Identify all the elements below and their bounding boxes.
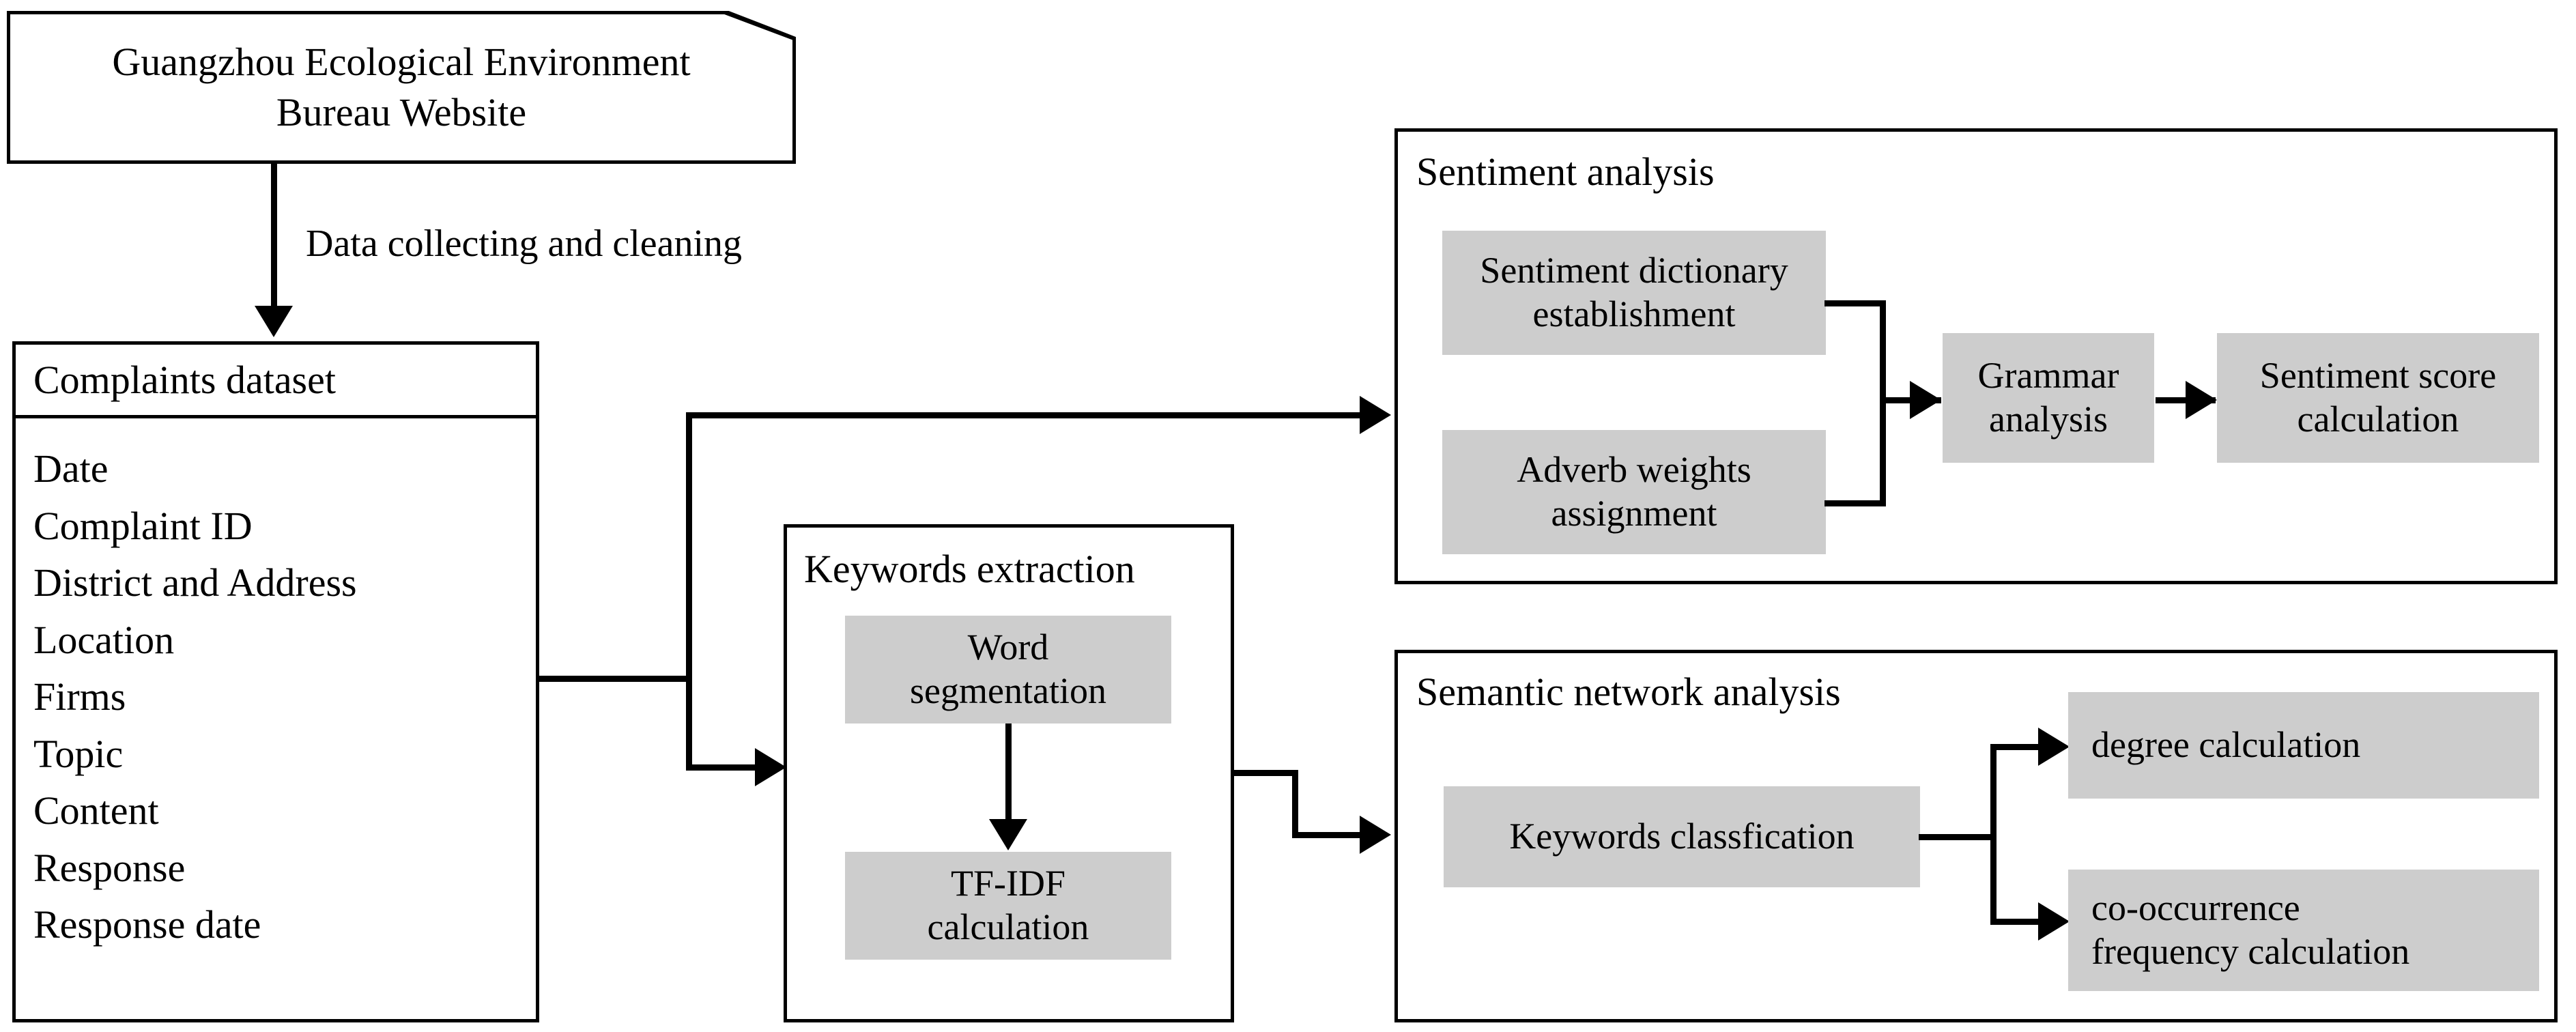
adverb-weights-line1: Adverb weights: [1517, 449, 1751, 491]
cooccurrence-frequency-box: co-occurrence frequency calculation: [2068, 870, 2539, 991]
edge-classification-to-degree-arrowhead: [2038, 728, 2070, 766]
semantic-network-title: Semantic network analysis: [1416, 670, 1841, 714]
sentiment-dictionary-label: Sentiment dictionary establishment: [1480, 249, 1788, 336]
word-segmentation-line1: Word: [967, 627, 1049, 668]
edge-keywords-to-semantic-v: [1292, 770, 1298, 838]
edge-dataset-branch-stub: [538, 676, 692, 682]
cooccurrence-frequency-line2: frequency calculation: [2091, 931, 2410, 972]
dataset-field-district: District and Address: [33, 560, 357, 605]
bracket-vertical-line: [1880, 300, 1886, 506]
edge-classification-branch-stub: [1919, 834, 1997, 840]
edge-classification-to-cooccurrence-line: [1990, 919, 2040, 925]
source-website-label: Guangzhou Ecological Environment Bureau …: [112, 37, 690, 138]
edge-keywords-to-semantic-h1: [1233, 770, 1298, 776]
sentiment-score-line1: Sentiment score: [2259, 355, 2497, 397]
word-segmentation-box: Word segmentation: [845, 616, 1171, 723]
sentiment-score-line2: calculation: [2297, 399, 2459, 440]
dataset-field-firms: Firms: [33, 674, 126, 719]
edge-wordseg-to-tfidf-line: [1005, 723, 1012, 826]
tfidf-calculation-box: TF-IDF calculation: [845, 852, 1171, 960]
edge-wordseg-to-tfidf-arrowhead: [989, 819, 1027, 850]
dataset-field-location: Location: [33, 617, 175, 662]
tfidf-calculation-line1: TF-IDF: [950, 863, 1065, 904]
grammar-analysis-box: Grammar analysis: [1943, 333, 2154, 463]
word-segmentation-label: Word segmentation: [910, 626, 1106, 713]
edge-branch-to-sentiment-line: [686, 412, 1362, 418]
dataset-field-response-date: Response date: [33, 902, 261, 947]
sentiment-analysis-title: Sentiment analysis: [1416, 149, 1715, 194]
edge-keywords-to-semantic-h2: [1292, 832, 1362, 838]
edge-classification-to-cooccurrence-arrowhead: [2038, 902, 2070, 941]
sentiment-dictionary-line2: establishment: [1532, 293, 1736, 334]
sentiment-score-box: Sentiment score calculation: [2217, 333, 2539, 463]
source-website-box-inner: Guangzhou Ecological Environment Bureau …: [10, 14, 792, 160]
cooccurrence-frequency-label: co-occurrence frequency calculation: [2091, 887, 2409, 973]
degree-calculation-label: degree calculation: [2091, 724, 2361, 766]
dataset-field-date: Date: [33, 446, 109, 491]
sentiment-dictionary-box: Sentiment dictionary establishment: [1442, 231, 1826, 355]
source-website-box: Guangzhou Ecological Environment Bureau …: [7, 11, 796, 164]
edge-data-collecting-label: Data collecting and cleaning: [306, 223, 743, 265]
source-website-label-line2: Bureau Website: [276, 90, 527, 134]
edge-source-to-dataset-line: [271, 164, 277, 307]
word-segmentation-line2: segmentation: [910, 670, 1106, 711]
edge-grammar-to-score-arrowhead: [2186, 381, 2217, 419]
degree-calculation-box: degree calculation: [2068, 692, 2539, 799]
dataset-field-complaint-id: Complaint ID: [33, 503, 253, 548]
grammar-analysis-line2: analysis: [1989, 399, 2108, 440]
adverb-weights-line2: assignment: [1551, 493, 1717, 534]
edge-bracket-to-grammar-arrowhead: [1910, 381, 1941, 419]
adverb-weights-box: Adverb weights assignment: [1442, 430, 1826, 554]
edge-classification-branch-vertical: [1990, 744, 1997, 925]
tfidf-calculation-line2: calculation: [927, 906, 1089, 947]
dataset-field-response: Response: [33, 845, 186, 890]
edge-branch-to-keywords-line: [686, 764, 758, 771]
source-website-label-line1: Guangzhou Ecological Environment: [112, 39, 691, 84]
complaints-dataset-header: Complaints dataset: [16, 345, 536, 418]
keywords-classification-label: Keywords classfication: [1509, 816, 1855, 857]
adverb-weights-label: Adverb weights assignment: [1517, 448, 1751, 535]
grammar-analysis-line1: Grammar: [1977, 355, 2119, 397]
cooccurrence-frequency-line1: co-occurrence: [2091, 887, 2300, 929]
keywords-classification-box: Keywords classfication: [1444, 786, 1920, 887]
edge-branch-to-sentiment-arrowhead: [1360, 396, 1391, 434]
edge-branch-to-keywords-arrowhead: [755, 748, 786, 786]
edge-dataset-branch-vertical: [686, 412, 692, 771]
grammar-analysis-label: Grammar analysis: [1978, 354, 2119, 441]
edge-keywords-to-semantic-arrowhead: [1360, 816, 1391, 854]
tfidf-calculation-label: TF-IDF calculation: [928, 862, 1089, 949]
edge-classification-to-degree-line: [1990, 744, 2040, 750]
edge-source-to-dataset-arrowhead: [255, 306, 293, 337]
keywords-extraction-title: Keywords extraction: [804, 547, 1135, 591]
sentiment-score-label: Sentiment score calculation: [2260, 354, 2496, 441]
dataset-field-topic: Topic: [33, 731, 124, 776]
complaints-dataset-title: Complaints dataset: [33, 358, 336, 402]
complaints-dataset-box: Complaints dataset Date Complaint ID Dis…: [12, 341, 539, 1022]
bracket-bottom-line: [1824, 500, 1886, 506]
bracket-top-line: [1824, 300, 1886, 306]
sentiment-dictionary-line1: Sentiment dictionary: [1480, 250, 1788, 291]
dataset-field-content: Content: [33, 788, 159, 833]
complaints-dataset-field-list: Date Complaint ID District and Address L…: [33, 440, 529, 1015]
